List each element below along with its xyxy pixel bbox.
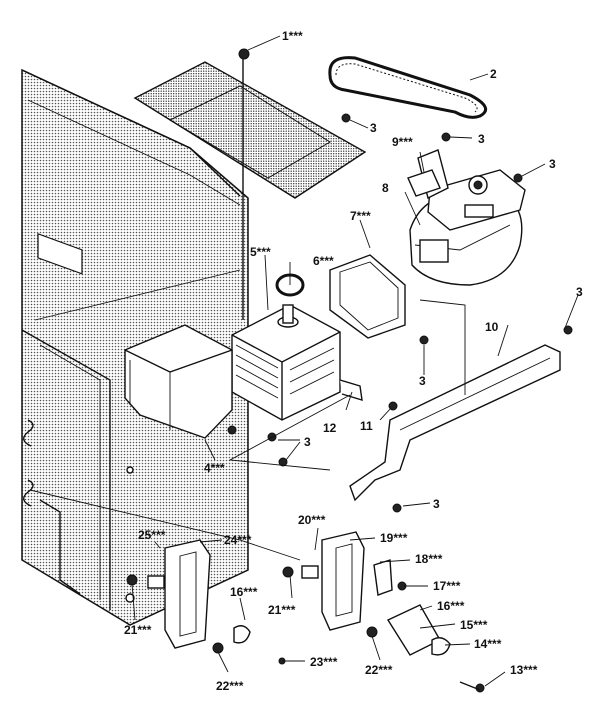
label-25: 25***	[138, 528, 166, 542]
label-20: 20***	[298, 513, 326, 527]
support-bracket	[349, 344, 561, 502]
label-19: 19***	[380, 531, 408, 545]
label-11: 11	[360, 419, 373, 433]
motor-bracket	[407, 149, 449, 200]
left-switch-assembly	[147, 539, 251, 649]
magnetron	[231, 304, 363, 421]
label-1: 1***	[282, 29, 303, 43]
label-7: 7***	[350, 209, 371, 223]
label-22: 22***	[365, 663, 393, 677]
label-12: 12	[323, 421, 337, 435]
label-3: 3	[433, 497, 440, 511]
label-3: 3	[419, 374, 426, 388]
label-16: 16***	[230, 585, 258, 599]
label-5: 5***	[250, 245, 271, 259]
label-17: 17***	[433, 579, 461, 593]
label-3: 3	[478, 132, 485, 146]
label-16: 16***	[437, 599, 465, 613]
label-8: 8	[382, 181, 389, 195]
air-duct	[329, 254, 406, 339]
label-14: 14***	[474, 637, 502, 651]
drive-belt	[328, 56, 488, 119]
fan-motor	[409, 169, 526, 286]
label-6: 6***	[313, 254, 334, 268]
label-13: 13***	[510, 663, 538, 677]
label-24: 24***	[224, 533, 252, 547]
label-9: 9***	[392, 135, 413, 149]
label-23: 23***	[310, 655, 338, 669]
label-18: 18***	[415, 552, 443, 566]
air-guide	[124, 324, 233, 439]
label-21: 21***	[268, 603, 296, 617]
label-10: 10	[485, 320, 499, 334]
label-3: 3	[370, 121, 377, 135]
label-3: 3	[576, 285, 583, 299]
label-2: 2	[490, 67, 497, 81]
label-15: 15***	[460, 618, 488, 632]
label-21: 21***	[124, 623, 152, 637]
label-22: 22***	[216, 679, 244, 693]
label-3: 3	[549, 157, 556, 171]
right-switch-assembly	[301, 531, 481, 691]
leader-lines	[29, 35, 579, 687]
top-cover-plate	[133, 61, 367, 199]
label-3: 3	[304, 435, 311, 449]
label-4: 4***	[204, 461, 225, 475]
part-labels: 1*** 2 3 3 3 3 3 3 3 4*** 5*** 6*** 7***…	[124, 29, 583, 693]
